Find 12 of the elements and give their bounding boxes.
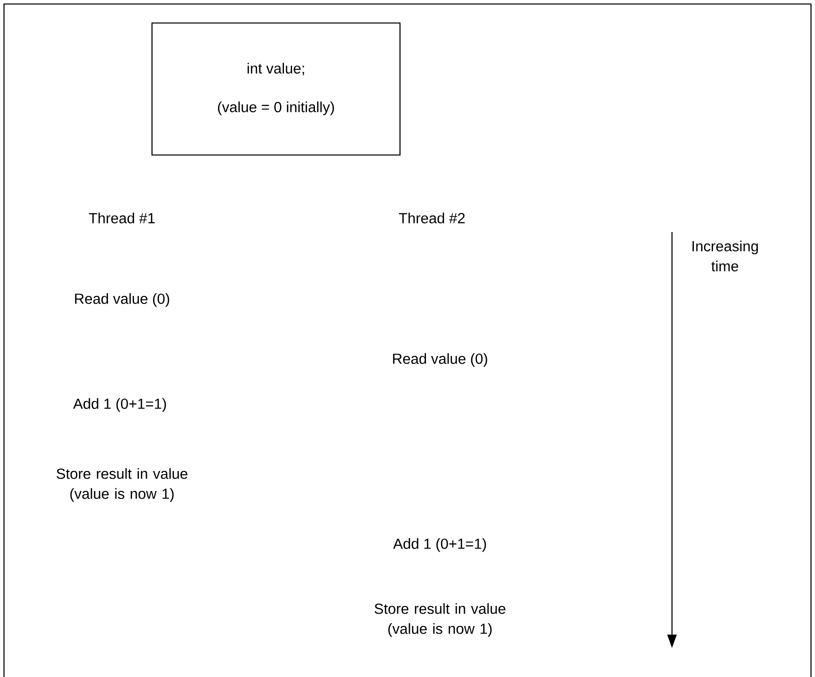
step-text: Store result in value (value is now 1) — [56, 468, 188, 502]
thread-heading: Thread #1 — [88, 212, 155, 224]
box-text: (value = 0 initially) — [218, 102, 334, 116]
step-text: Store result in value (value is now 1) — [374, 603, 506, 637]
step-text: Add 1 (0+1=1) — [73, 398, 166, 412]
thread-heading: Thread #2 — [398, 212, 465, 224]
step-text: Read value (0) — [393, 353, 488, 367]
time-label: Increasing time — [692, 240, 758, 272]
step-text: Add 1 (0+1=1) — [393, 538, 486, 552]
variable-box — [151, 22, 401, 156]
step-text: Read value (0) — [75, 293, 170, 307]
box-text: int value; — [248, 62, 304, 76]
